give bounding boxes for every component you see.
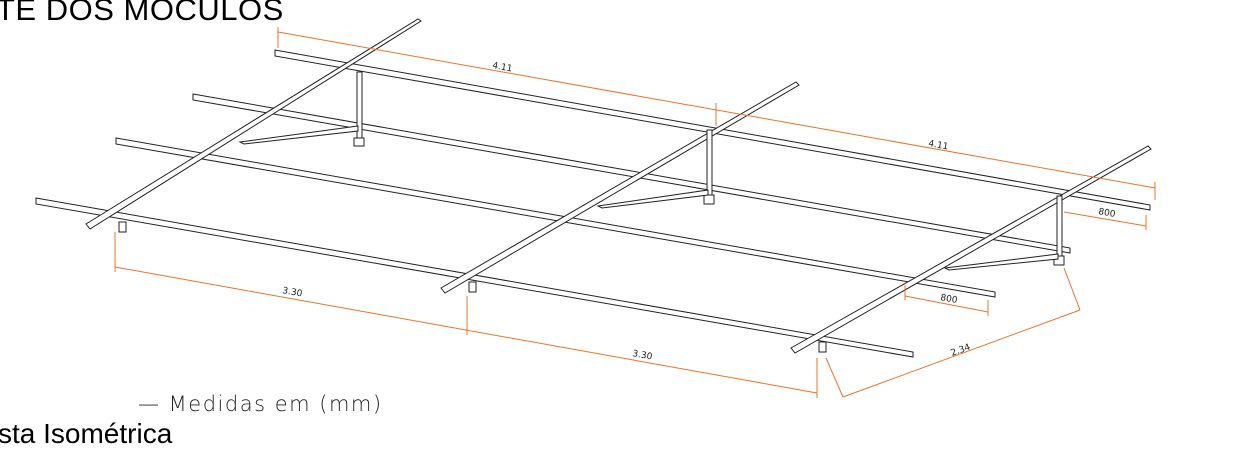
dim-bottom-left: 3.30 [281, 286, 303, 299]
dim-top-left: 4.11 [491, 61, 512, 74]
back-post [356, 71, 363, 145]
beam-a [85, 18, 422, 230]
dim-right-upper: 800 [1097, 207, 1116, 220]
post-foot [353, 137, 365, 147]
rail-2 [192, 93, 1071, 254]
post-foot [1053, 255, 1065, 266]
dim-top-right: 4.11 [927, 139, 948, 152]
brace [596, 189, 709, 209]
back-post [706, 129, 713, 197]
post-foot [703, 194, 715, 205]
brace [238, 125, 359, 145]
front-post [818, 341, 827, 353]
drawing-title: TE DOS MÓCULOS [0, 0, 284, 27]
dimension-lines [114, 27, 1156, 398]
dim-bottom-right: 3.30 [631, 349, 653, 362]
brace [943, 253, 1059, 271]
dim-depth: 2.34 [950, 342, 973, 358]
dim-right-lower: 800 [939, 293, 958, 306]
front-post [468, 281, 477, 293]
back-post [1056, 195, 1063, 259]
rail-3 [115, 137, 996, 298]
front-post [118, 221, 127, 233]
rail-4 [35, 197, 914, 358]
isometric-structure-drawing: 4.11 4.11 800 800 3.30 3.30 2.34 [35, 18, 1156, 398]
units-note: — Medidas em (mm) [138, 392, 383, 416]
view-subtitle: sta Isométrica [0, 418, 173, 449]
posts-and-braces [118, 71, 1065, 353]
